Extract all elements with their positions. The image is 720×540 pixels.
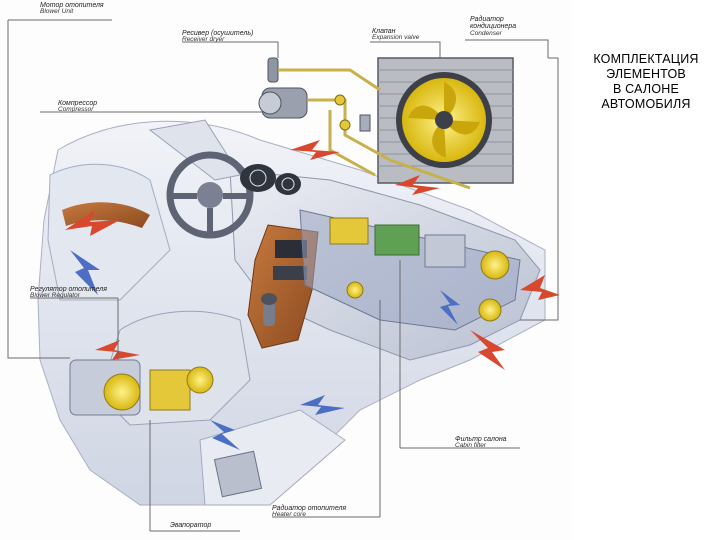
- headline-line-2: ЭЛЕМЕНТОВ: [606, 67, 686, 81]
- condenser-en: Condenser: [470, 29, 502, 37]
- label-condenser: Радиатор кондиционера Condenser: [470, 16, 540, 38]
- heater-core-ru: Радиатор отопителя: [272, 505, 347, 512]
- gear-lever: [261, 293, 277, 326]
- label-compressor: Компрессор Compressor: [58, 100, 97, 114]
- heater-core-en: Heater core: [272, 511, 306, 519]
- ac-refrigerant-lines: [278, 68, 471, 190]
- evaporator-ru: Эвапоратор: [170, 522, 212, 529]
- instrument-cluster: [240, 164, 301, 195]
- expansion-valve-en: Expansion valve: [372, 34, 420, 42]
- pedal: [213, 450, 263, 498]
- label-blower-regulator: Регулятор отопителя Blower Regulator: [30, 286, 107, 300]
- blower-regulator-en: Blower Regulator: [30, 292, 80, 300]
- door-armrest: [62, 202, 150, 228]
- headline-line-3: В САЛОНЕ: [612, 82, 680, 96]
- cabin-filter-en: Cabin filter: [455, 442, 487, 450]
- headline-line-4: АВТОМОБИЛЯ: [601, 97, 691, 111]
- hvac-components: [329, 217, 510, 322]
- receiver-dryer-ru: Ресивер (осушитель): [182, 30, 254, 37]
- ac-system-diagram: Мотор отопителя Blower Unit Ресивер (осу…: [7, 2, 560, 532]
- blower-regulator-ru: Регулятор отопителя: [30, 286, 107, 293]
- diagram-illustration: [7, 19, 560, 532]
- label-evaporator: Эвапоратор: [170, 522, 211, 529]
- leader-lines: [7, 19, 559, 532]
- headline-line-1: КОМПЛЕКТАЦИЯ: [593, 52, 699, 66]
- expansion-valve-parts: [334, 94, 371, 132]
- compressor-unit: [258, 87, 308, 119]
- compressor-en: Compressor: [58, 106, 94, 114]
- label-cabin-filter: Фильтр салона Cabin filter: [455, 436, 507, 450]
- radio-panel: [275, 240, 307, 258]
- receiver-dryer-en: Receiver dryer: [182, 36, 225, 44]
- blower-unit-assembly: [69, 359, 214, 416]
- label-blower-unit: Мотор отопителя Blower Unit: [40, 2, 104, 16]
- label-heater-core: Радиатор отопителя Heater core: [272, 505, 346, 519]
- climate-panel: [273, 266, 307, 280]
- steering-wheel: [166, 151, 254, 239]
- label-expansion-valve: Клапан Expansion valve: [372, 28, 419, 42]
- slide-headline: КОМПЛЕКТАЦИЯ ЭЛЕМЕНТОВ В САЛОНЕ АВТОМОБИ…: [572, 0, 720, 112]
- a-pillar: [148, 119, 241, 181]
- blower-unit-ru: Мотор отопителя: [40, 2, 104, 9]
- blower-unit-en: Blower Unit: [40, 8, 74, 16]
- cabin-filter-ru: Фильтр салона: [455, 436, 507, 443]
- expansion-valve-ru: Клапан: [372, 28, 396, 35]
- condenser-ru: Радиатор кондиционера: [470, 16, 517, 31]
- airflow-arrows: [65, 140, 560, 450]
- label-receiver-dryer: Ресивер (осушитель) Receiver dryer: [182, 30, 253, 44]
- door-panel: [47, 163, 171, 301]
- compressor-ru: Компрессор: [58, 100, 98, 107]
- receiver-dryer-canister: [267, 57, 279, 83]
